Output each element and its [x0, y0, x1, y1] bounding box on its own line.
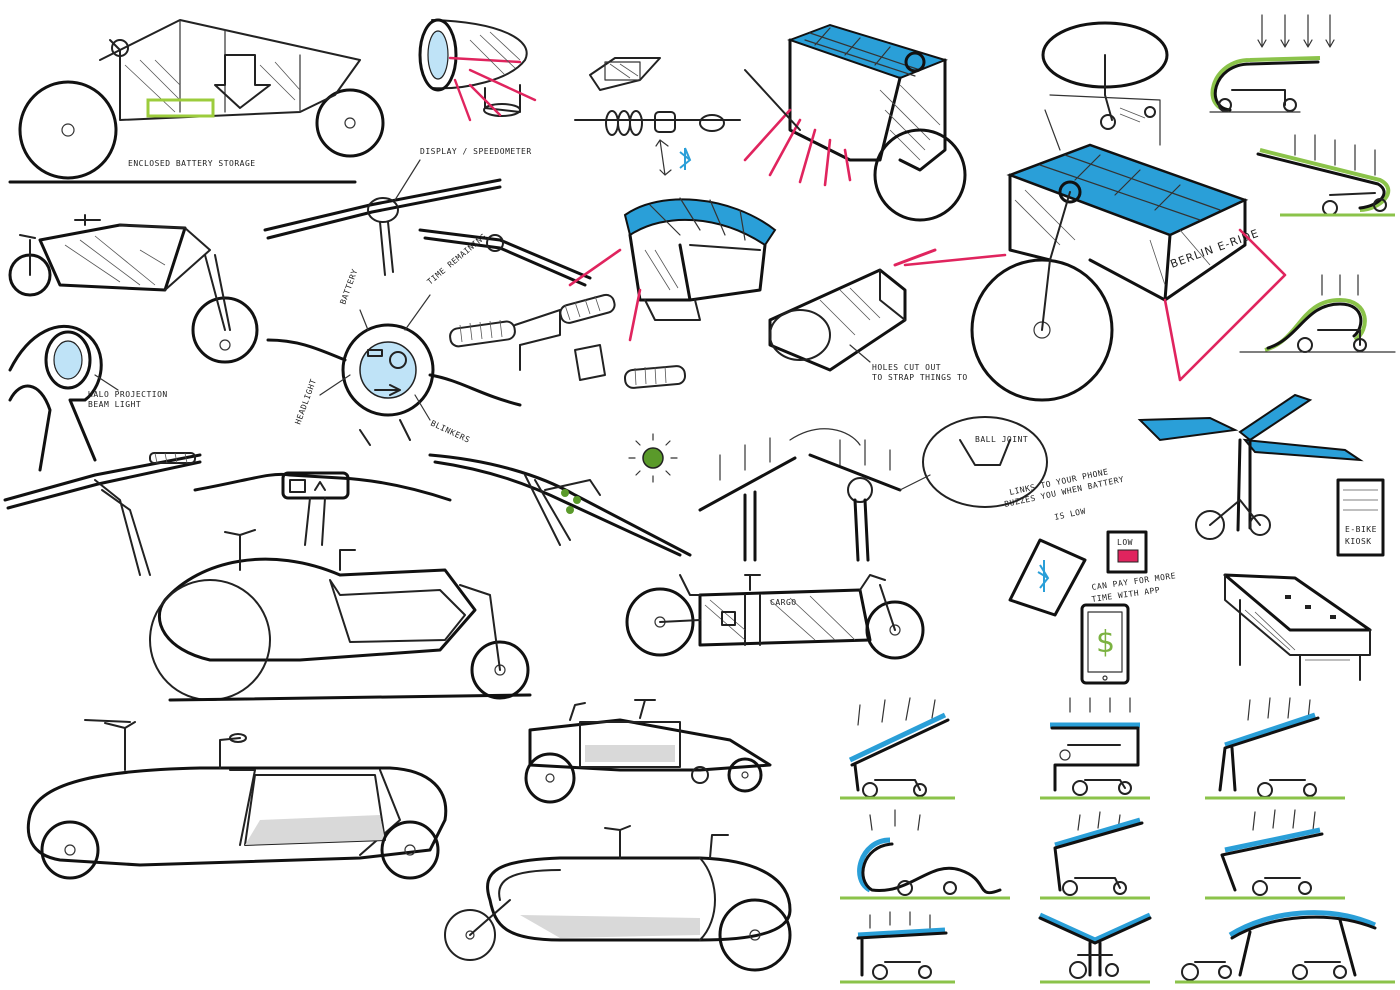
led-indicator-handlebar-sketch: [428, 433, 692, 557]
phone-note-line3: IS LOW: [1054, 507, 1087, 522]
solar-cargo-box-sketch: [743, 23, 967, 222]
dollar-sign: $: [1096, 625, 1115, 660]
canopy-concept-r1c2: [1040, 697, 1150, 800]
low-battery-label: LOW: [1117, 538, 1133, 547]
kiosk-label-line1: E-BIKE: [1345, 525, 1377, 534]
swept-handlebar-sketch: [3, 452, 202, 576]
display-handlebar-sketch: DISPLAY / SPEEDOMETER: [263, 147, 532, 276]
canopy-concept-r3c2: [1038, 912, 1152, 984]
small-handlebar-sketch: [418, 228, 592, 287]
lcd-display-handlebar-sketch: [193, 471, 452, 546]
canopy-concept-r3c3: [1175, 910, 1395, 984]
berlin-e-ride-box-sketch: BERLIN E-RIDE: [903, 143, 1287, 402]
long-cargo-bike-sketch: [26, 719, 448, 880]
halo-label-line1: HALO PROJECTION: [88, 390, 168, 399]
holes-label-line2: TO STRAP THINGS TO: [872, 373, 968, 382]
umbrella-bike-sketch: [1041, 21, 1169, 151]
canopy-concept-grid: [840, 697, 1395, 984]
pod-cargo-bike-sketch: [444, 825, 792, 972]
solar-tree-shelter-sketch: E-BIKE KIOSK: [1137, 393, 1385, 557]
canopy-concept-r2c2: [1040, 811, 1150, 900]
halo-beam-light-sketch: HALO PROJECTION BEAM LIGHT: [8, 324, 168, 472]
covered-parking-sketch: [1223, 573, 1372, 686]
sun-arrows-shelter-3: [1239, 274, 1396, 353]
sun-arrows-shelter-1: [1209, 14, 1335, 113]
flat-cargo-tray-sketch: [8, 214, 259, 364]
canopy-concept-r2c3: [1205, 809, 1345, 900]
battery-label: BATTERY: [338, 268, 359, 306]
handlebar-grip-sketch: [574, 57, 741, 176]
cargo-labeled-bike-sketch: CARGO: [625, 574, 925, 660]
phone-app-sketch: LINKS TO YOUR PHONE BUZZES YOU WHEN BATT…: [1004, 467, 1177, 685]
kiosk-label-line2: KIOSK: [1345, 537, 1372, 546]
battery-compartment: [146, 98, 215, 118]
halo-label-line2: BEAM LIGHT: [88, 400, 141, 409]
grips-sketch: [449, 293, 687, 389]
frame-bag-sketch: HOLES CUT OUT TO STRAP THINGS TO: [768, 248, 968, 382]
headlight-label: HEADLIGHT: [293, 378, 318, 426]
canopy-concept-r3c1: [840, 911, 955, 984]
display-label: DISPLAY / SPEEDOMETER: [420, 147, 532, 156]
solar-roof-cover-sketch: [568, 197, 777, 342]
streamlined-cargo-bike-1: [149, 529, 532, 702]
canopy-concept-r1c1: [840, 697, 955, 800]
battery-storage-label: ENCLOSED BATTERY STORAGE: [128, 159, 256, 168]
sun-arrows-shelter-2: [1256, 134, 1395, 217]
battery-led-icon: [642, 447, 664, 469]
blinkers-label: BLINKERS: [429, 419, 471, 445]
holes-label-line1: HOLES CUT OUT: [872, 363, 941, 372]
canopy-concept-r1c3: [1205, 697, 1345, 800]
box-cargo-bike-sketch: [524, 699, 772, 804]
pivot-roof-shelter-sketch: BALL JOINT: [698, 416, 1048, 562]
canopy-concept-r2c1: [840, 809, 1010, 900]
cargo-bike-battery-sketch: ENCLOSED BATTERY STORAGE: [8, 19, 385, 184]
cargo-label: CARGO: [770, 598, 797, 607]
ball-joint-label: BALL JOINT: [975, 435, 1028, 444]
headlight-pod-sketch: [418, 18, 537, 122]
